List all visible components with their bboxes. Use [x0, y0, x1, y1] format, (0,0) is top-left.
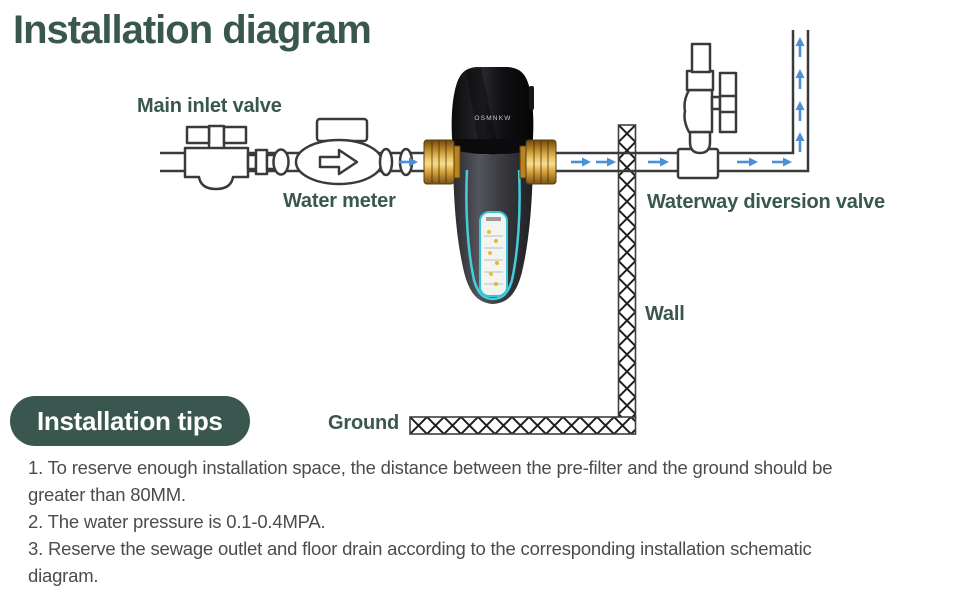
pre-filter-device: OSMNKW	[451, 67, 534, 304]
valve-handle	[718, 71, 738, 134]
filter-sight-window	[479, 211, 508, 297]
filter-glow-accent	[465, 169, 521, 301]
valve-body	[183, 146, 250, 191]
device-brand-text: OSMNKW	[474, 115, 511, 122]
brass-nut-right	[525, 139, 557, 185]
filter-side-tab	[529, 86, 534, 110]
tip-line: 1. To reserve enough installation space,…	[28, 457, 833, 478]
installation-tips-badge: Installation tips	[10, 396, 250, 446]
wall-hatch-strip	[617, 124, 637, 419]
outlet-pipe-inner-line	[556, 30, 795, 155]
valve-handle-left	[185, 125, 211, 145]
water-meter-symbol	[294, 117, 414, 186]
meter-cap	[315, 117, 369, 143]
filter-cartridge-marks	[484, 217, 503, 286]
valve-neck	[688, 130, 712, 155]
pipe-union	[272, 148, 290, 176]
main-inlet-valve-symbol	[183, 124, 290, 191]
page-title: Installation diagram	[13, 8, 372, 52]
valve-ball-body	[683, 88, 714, 134]
riser-stub	[690, 42, 712, 74]
tip-line: 2. The water pressure is 0.1-0.4MPA.	[28, 511, 326, 532]
pipe-union	[378, 147, 394, 177]
valve-handle-right	[222, 125, 248, 145]
tip-line: 3. Reserve the sewage outlet and floor d…	[28, 538, 812, 559]
label-ground: Ground	[328, 412, 400, 434]
valve-collar	[685, 69, 715, 92]
waterway-diversion-valve-symbol	[676, 42, 738, 180]
label-waterway-diversion-valve: Waterway diversion valve	[647, 191, 885, 213]
outlet-pipe-outer-line	[556, 30, 810, 173]
filter-collar-band	[453, 139, 533, 154]
label-main-inlet-valve: Main inlet valve	[137, 95, 282, 117]
brass-nut-left	[423, 139, 455, 185]
flow-arrows	[399, 37, 805, 167]
valve-stem	[207, 124, 226, 151]
filter-head	[451, 67, 534, 155]
pipe-reducer	[254, 148, 269, 176]
flow-direction-glyph	[318, 148, 359, 176]
handle-detail-lines	[720, 94, 736, 114]
tip-line: diagram.	[28, 565, 99, 586]
tip-line: greater than 80MM.	[28, 484, 186, 505]
brass-fittings	[423, 139, 557, 185]
installation-tips-text: 1. To reserve enough installation space,…	[28, 454, 963, 589]
label-water-meter: Water meter	[283, 190, 396, 212]
ground-hatch-strip	[409, 416, 637, 435]
filter-head-gloss	[466, 68, 499, 152]
label-wall: Wall	[645, 303, 685, 325]
